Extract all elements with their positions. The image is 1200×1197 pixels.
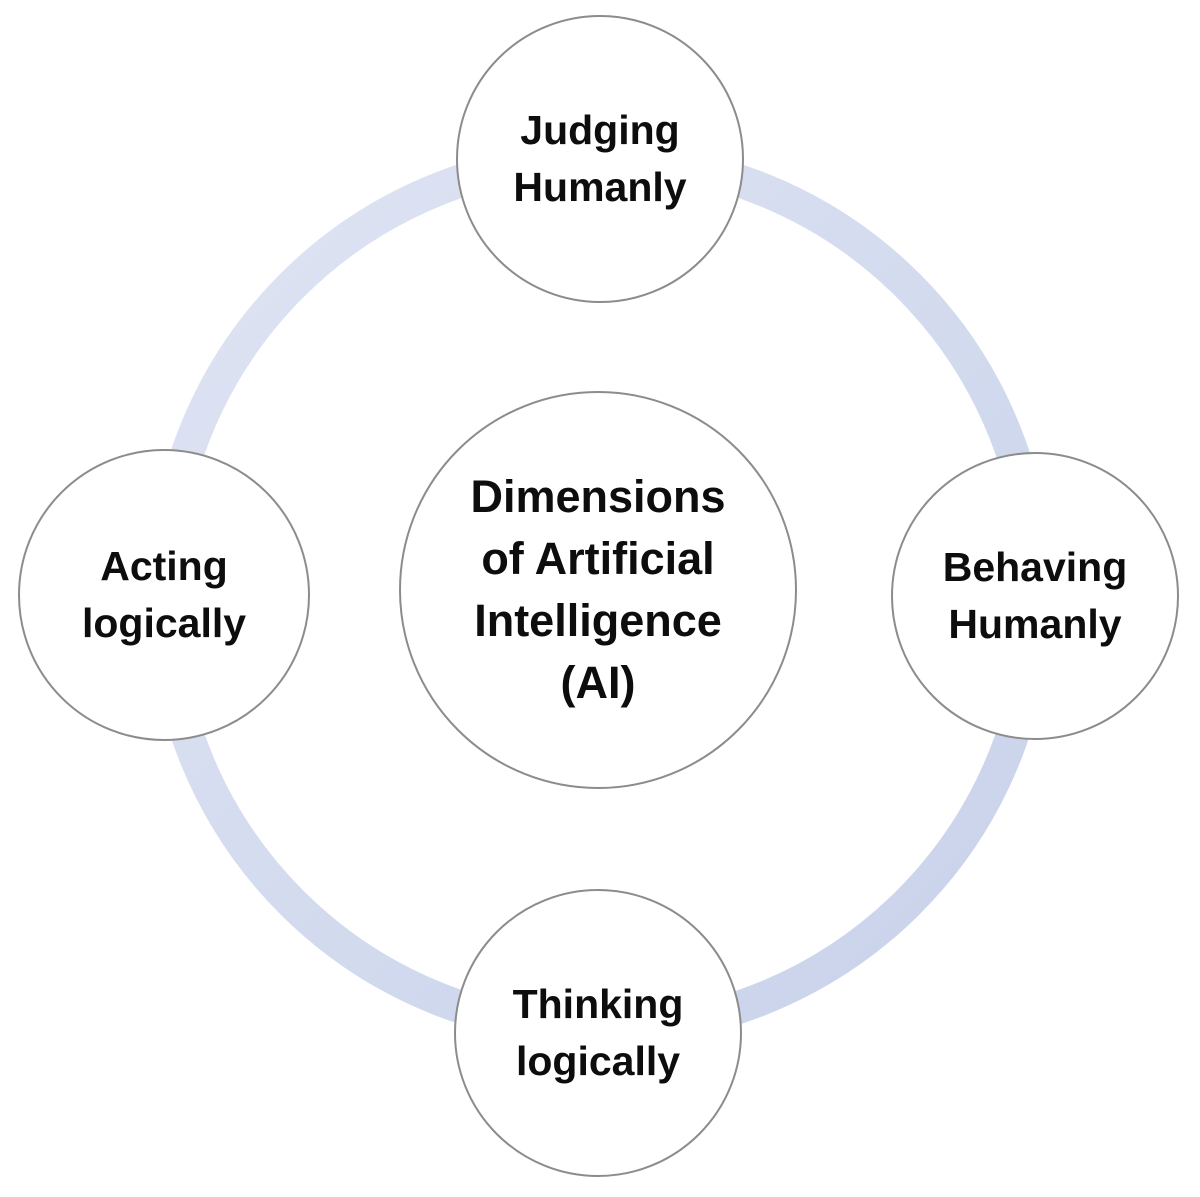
node-behaving-humanly-label: Behaving Humanly <box>942 544 1128 647</box>
node-behaving-humanly: Behaving Humanly <box>891 452 1179 740</box>
node-thinking-logically-label: Thinking logically <box>512 981 684 1084</box>
node-judging-humanly: Judging Humanly <box>456 15 744 303</box>
node-acting-logically: Acting logically <box>18 449 310 741</box>
node-acting-logically-label: Acting logically <box>81 543 247 646</box>
node-thinking-logically: Thinking logically <box>454 889 742 1177</box>
node-center-ai-dimensions: Dimensions of Artificial Intelligence (A… <box>399 391 797 789</box>
node-judging-humanly-label: Judging Humanly <box>513 107 687 210</box>
node-center-label: Dimensions of Artificial Intelligence (A… <box>470 470 726 709</box>
